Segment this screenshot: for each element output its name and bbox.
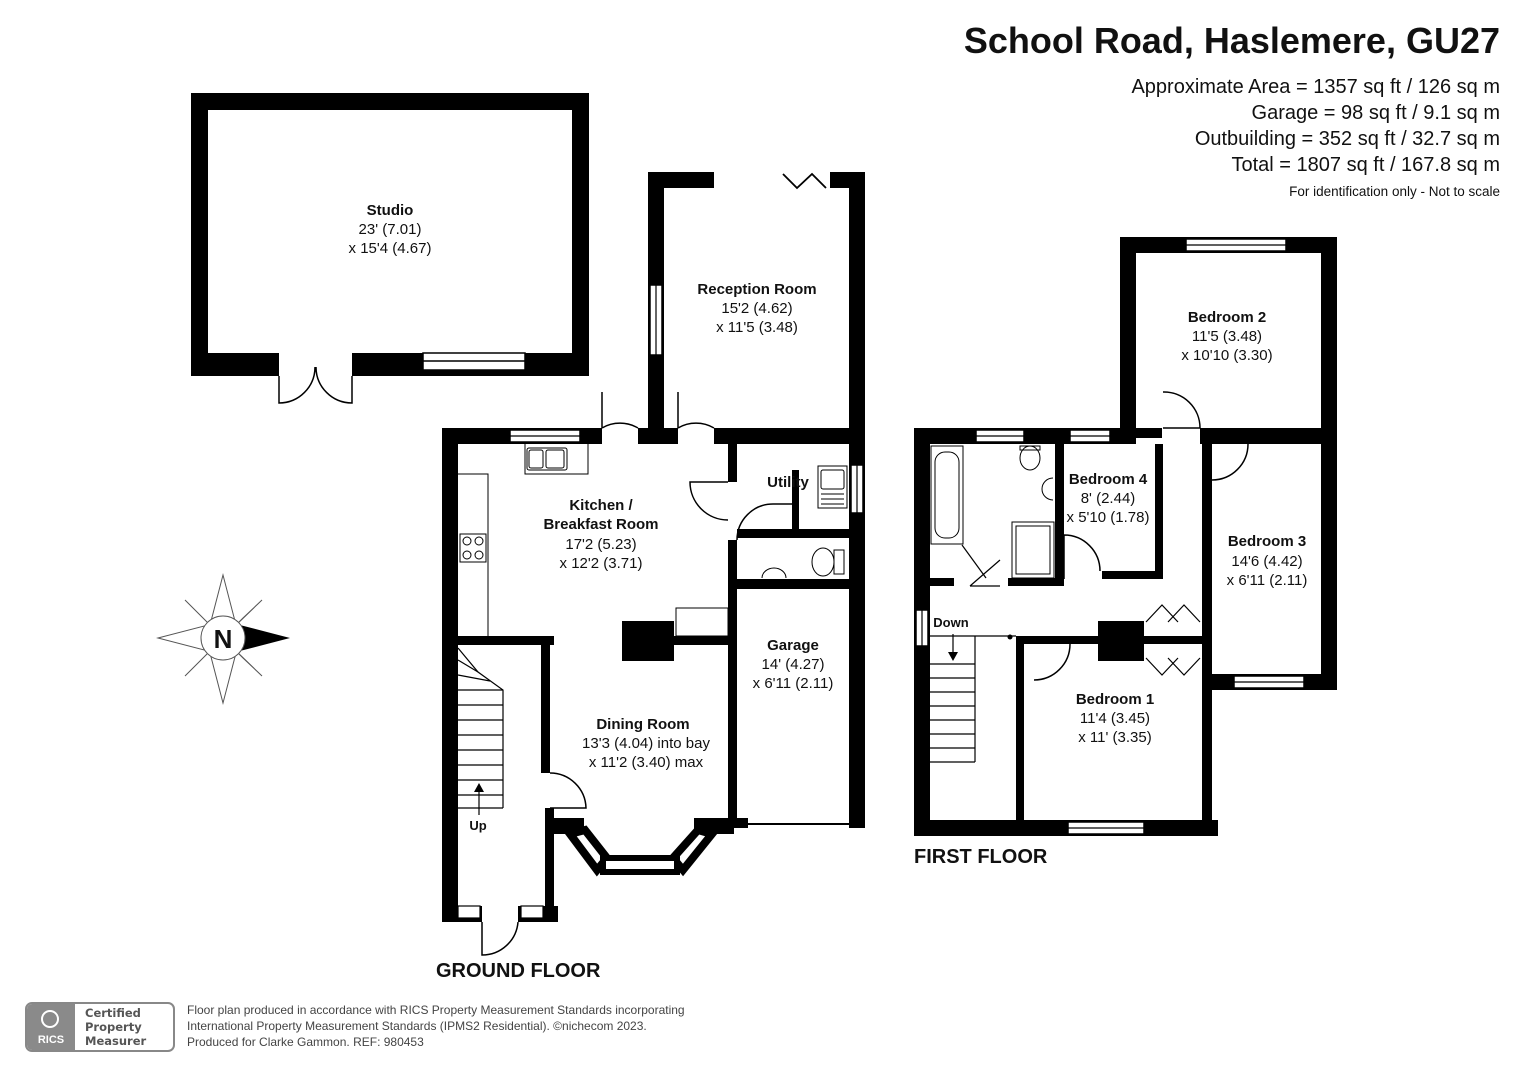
room-label-garage: Garage 14' (4.27) x 6'11 (2.11)	[753, 637, 834, 692]
room-label-kitchen: Kitchen / Breakfast Room 17'2 (5.23) x 1…	[543, 497, 658, 572]
garage	[737, 589, 849, 824]
footer-line: Floor plan produced in accordance with R…	[187, 1003, 685, 1017]
room-name: Bedroom 2	[1188, 309, 1266, 326]
room-name: Studio	[367, 202, 414, 219]
stairs-down-label: Down	[933, 615, 968, 630]
room-dim: x 6'11 (2.11)	[1227, 572, 1308, 589]
studio-outbuilding	[191, 93, 589, 404]
area-outbuilding: Outbuilding = 352 sq ft / 32.7 sq m	[1194, 128, 1500, 150]
badge-line: Measurer	[85, 1034, 147, 1048]
room-name: Bedroom 3	[1228, 533, 1306, 550]
room-dim: x 6'11 (2.11)	[753, 675, 834, 692]
ground-floor-label: GROUND FLOOR	[436, 960, 601, 982]
room-dim: 15'2 (4.62)	[721, 300, 792, 317]
scale-note: For identification only - Not to scale	[1289, 184, 1500, 199]
room-name: Bedroom 1	[1076, 691, 1154, 708]
room-dim: 23' (7.01)	[359, 221, 422, 238]
room-dim: x 11' (3.35)	[1078, 729, 1151, 746]
room-name: Bedroom 4	[1069, 471, 1148, 488]
compass-icon	[156, 573, 290, 705]
stairs-up-label: Up	[469, 818, 486, 833]
room-dim: x 10'10 (3.30)	[1181, 347, 1272, 364]
room-dim: x 15'4 (4.67)	[349, 240, 432, 257]
room-dim: 17'2 (5.23)	[565, 536, 636, 553]
badge-text: Certified Property Measurer	[85, 1006, 146, 1048]
footer-disclaimer: Floor plan produced in accordance with R…	[187, 1002, 685, 1050]
rics-logo-icon: RICS	[27, 1004, 75, 1050]
room-dim: 14'6 (4.42)	[1231, 553, 1302, 570]
area-garage: Garage = 98 sq ft / 9.1 sq m	[1251, 102, 1500, 124]
footer-line: Produced for Clarke Gammon. REF: 980453	[187, 1035, 424, 1049]
room-label-bedroom1: Bedroom 1 11'4 (3.45) x 11' (3.35)	[1076, 691, 1154, 746]
first-floor-label: FIRST FLOOR	[914, 846, 1048, 868]
room-dim: x 11'2 (3.40) max	[589, 754, 704, 771]
page-title: School Road, Haslemere, GU27	[963, 20, 1500, 61]
room-dim: 11'5 (3.48)	[1192, 328, 1262, 345]
room-name: Reception Room	[697, 281, 816, 298]
badge-line: Property	[85, 1020, 142, 1034]
room-name: Breakfast Room	[543, 516, 658, 533]
ground-floor-walls	[442, 392, 865, 956]
first-floor-walls	[914, 237, 1337, 836]
room-name: Kitchen /	[569, 497, 633, 514]
area-approximate: Approximate Area = 1357 sq ft / 126 sq m	[1131, 76, 1500, 98]
room-dim: 11'4 (3.45)	[1080, 710, 1150, 727]
room-label-studio: Studio 23' (7.01) x 15'4 (4.67)	[349, 202, 432, 257]
room-label-bedroom4: Bedroom 4 8' (2.44) x 5'10 (1.78)	[1067, 471, 1150, 526]
room-name: Utility	[767, 474, 809, 491]
kitchen-fittings	[458, 444, 848, 636]
compass-north-letter: N	[214, 624, 233, 654]
room-label-bedroom2: Bedroom 2 11'5 (3.48) x 10'10 (3.30)	[1181, 309, 1272, 364]
area-total: Total = 1807 sq ft / 167.8 sq m	[1231, 154, 1501, 176]
badge-line: Certified	[85, 1006, 141, 1020]
room-dim: 14' (4.27)	[762, 656, 825, 673]
room-name: Dining Room	[596, 716, 689, 733]
room-label-dining: Dining Room 13'3 (4.04) into bay x 11'2 …	[582, 716, 710, 771]
footer-line: International Property Measurement Stand…	[187, 1019, 647, 1033]
rics-certified-badge: RICS Certified Property Measurer	[25, 1002, 175, 1052]
room-dim: x 12'2 (3.71)	[560, 555, 643, 572]
room-name: Garage	[767, 637, 819, 654]
room-dim: x 11'5 (3.48)	[716, 319, 798, 336]
room-dim: 8' (2.44)	[1081, 490, 1136, 507]
room-dim: x 5'10 (1.78)	[1067, 509, 1150, 526]
rics-logo-text: RICS	[37, 1034, 65, 1046]
room-label-bedroom3: Bedroom 3 14'6 (4.42) x 6'11 (2.11)	[1227, 533, 1308, 589]
room-dim: 13'3 (4.04) into bay	[582, 735, 710, 752]
reception-room-walls	[648, 172, 865, 444]
room-label-reception: Reception Room 15'2 (4.62) x 11'5 (3.48)	[697, 281, 816, 336]
room-label-utility: Utility	[767, 474, 809, 491]
